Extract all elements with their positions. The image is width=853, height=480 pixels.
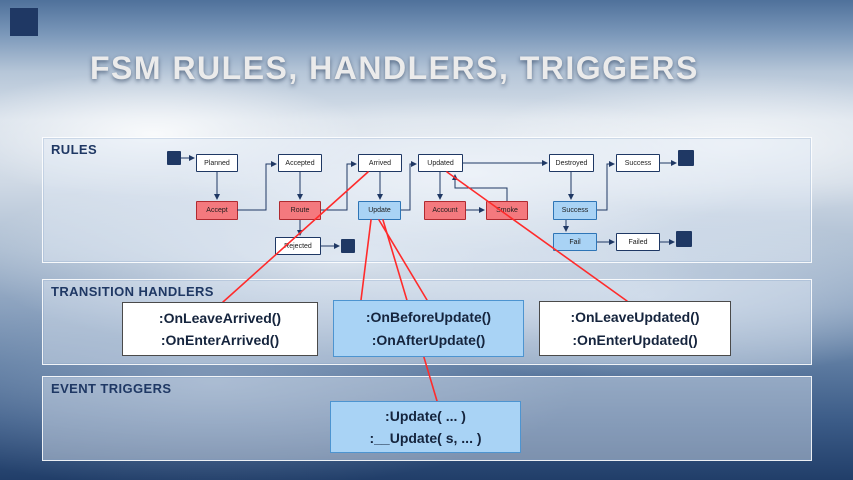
state-destroyed: Destroyed: [549, 154, 594, 172]
state-failed: Failed: [616, 233, 660, 251]
handler-line: :OnLeaveArrived(): [158, 309, 282, 326]
rules-panel-label: RULES: [51, 142, 98, 157]
handler-line: :OnBeforeUpdate(): [365, 309, 492, 326]
transition-success: Success: [553, 201, 597, 220]
transition-account: Account: [424, 201, 466, 220]
trigger-line: :Update( ... ): [385, 407, 466, 424]
state-updated: Updated: [418, 154, 463, 172]
trigger-line: :__Update( s, ... ): [369, 430, 482, 446]
handler-box-updated: :OnLeaveUpdated() :OnEnterUpdated(): [539, 301, 731, 356]
transition-fail: Fail: [553, 233, 597, 251]
state-success: Success: [616, 154, 660, 172]
slide-title: FSM RULES, HANDLERS, TRIGGERS: [90, 50, 699, 86]
handler-line: :OnEnterArrived(): [160, 332, 280, 348]
end-terminal-square-rejected: [341, 239, 355, 253]
transition-accept: Accept: [196, 201, 238, 220]
state-accepted: Accepted: [278, 154, 322, 172]
handler-line: :OnLeaveUpdated(): [570, 309, 700, 326]
transition-handlers-panel-label: TRANSITION HANDLERS: [51, 284, 214, 299]
handler-line: :OnAfterUpdate(): [371, 331, 486, 348]
trigger-box-update: :Update( ... ) :__Update( s, ... ): [330, 401, 521, 453]
transition-update: Update: [358, 201, 401, 220]
state-rejected: Rejected: [275, 237, 321, 255]
end-terminal-square-top: [678, 150, 694, 166]
state-planned: Planned: [196, 154, 238, 172]
handler-box-arrived: :OnLeaveArrived() :OnEnterArrived(): [122, 302, 318, 356]
handler-line: :OnEnterUpdated(): [572, 331, 698, 348]
state-arrived: Arrived: [358, 154, 402, 172]
handler-box-update: :OnBeforeUpdate() :OnAfterUpdate(): [333, 300, 524, 357]
end-terminal-square-bottom: [676, 231, 692, 247]
transition-smoke: Smoke: [486, 201, 528, 220]
event-triggers-panel-label: EVENT TRIGGERS: [51, 381, 172, 396]
transition-route: Route: [279, 201, 321, 220]
start-terminal-square: [167, 151, 181, 165]
slide-corner-decoration: [10, 8, 38, 36]
